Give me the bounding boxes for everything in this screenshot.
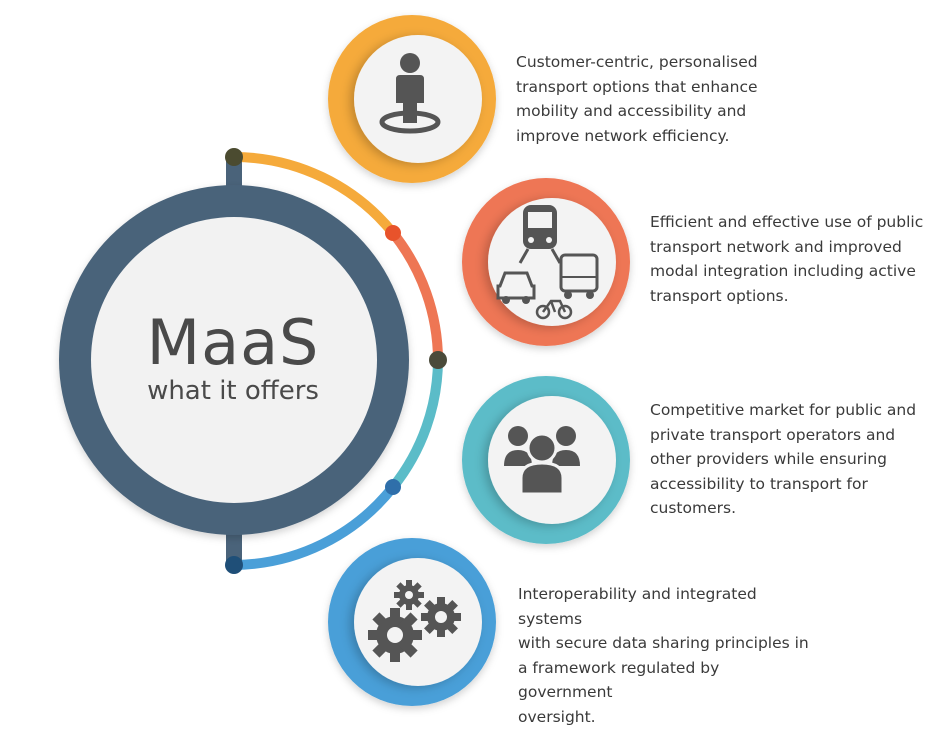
- arc-dot-middle: [429, 351, 447, 369]
- offer-text-personalised: Customer-centric, personalised transport…: [516, 53, 758, 145]
- offer-circle-personalised: [328, 15, 496, 183]
- arc-segment-personalised: [233, 152, 397, 237]
- arc-dot-bottom: [225, 556, 243, 574]
- offer-text-public-transport: Efficient and effective use of public tr…: [650, 213, 924, 305]
- group-people-icon: [504, 426, 580, 496]
- offer-text-interoperability: Interoperability and integrated systems …: [518, 585, 809, 726]
- hub-stem-bottom: [226, 527, 242, 565]
- hub-subtitle: what it offers: [147, 376, 319, 406]
- hub-circle: [59, 185, 409, 535]
- arc-dot-blue: [385, 479, 401, 495]
- connector-arc: [233, 152, 443, 570]
- gears-icon: [368, 580, 461, 662]
- offer-text-market: Competitive market for public and privat…: [650, 401, 917, 517]
- arc-segment-market: [389, 359, 443, 491]
- arc-segment-public-transport: [389, 229, 443, 361]
- multimodal-transport-icon: [496, 205, 599, 320]
- offer-circle-interoperability: [328, 538, 496, 706]
- arc-dot-orange: [385, 225, 401, 241]
- offer-circle-public-transport: [462, 178, 630, 346]
- offer-circle-market: [462, 376, 630, 544]
- hub-title: MaaS: [146, 306, 320, 379]
- arc-dot-top: [225, 148, 243, 166]
- person-location-icon: [379, 53, 441, 134]
- arc-segment-interoperability: [233, 483, 397, 570]
